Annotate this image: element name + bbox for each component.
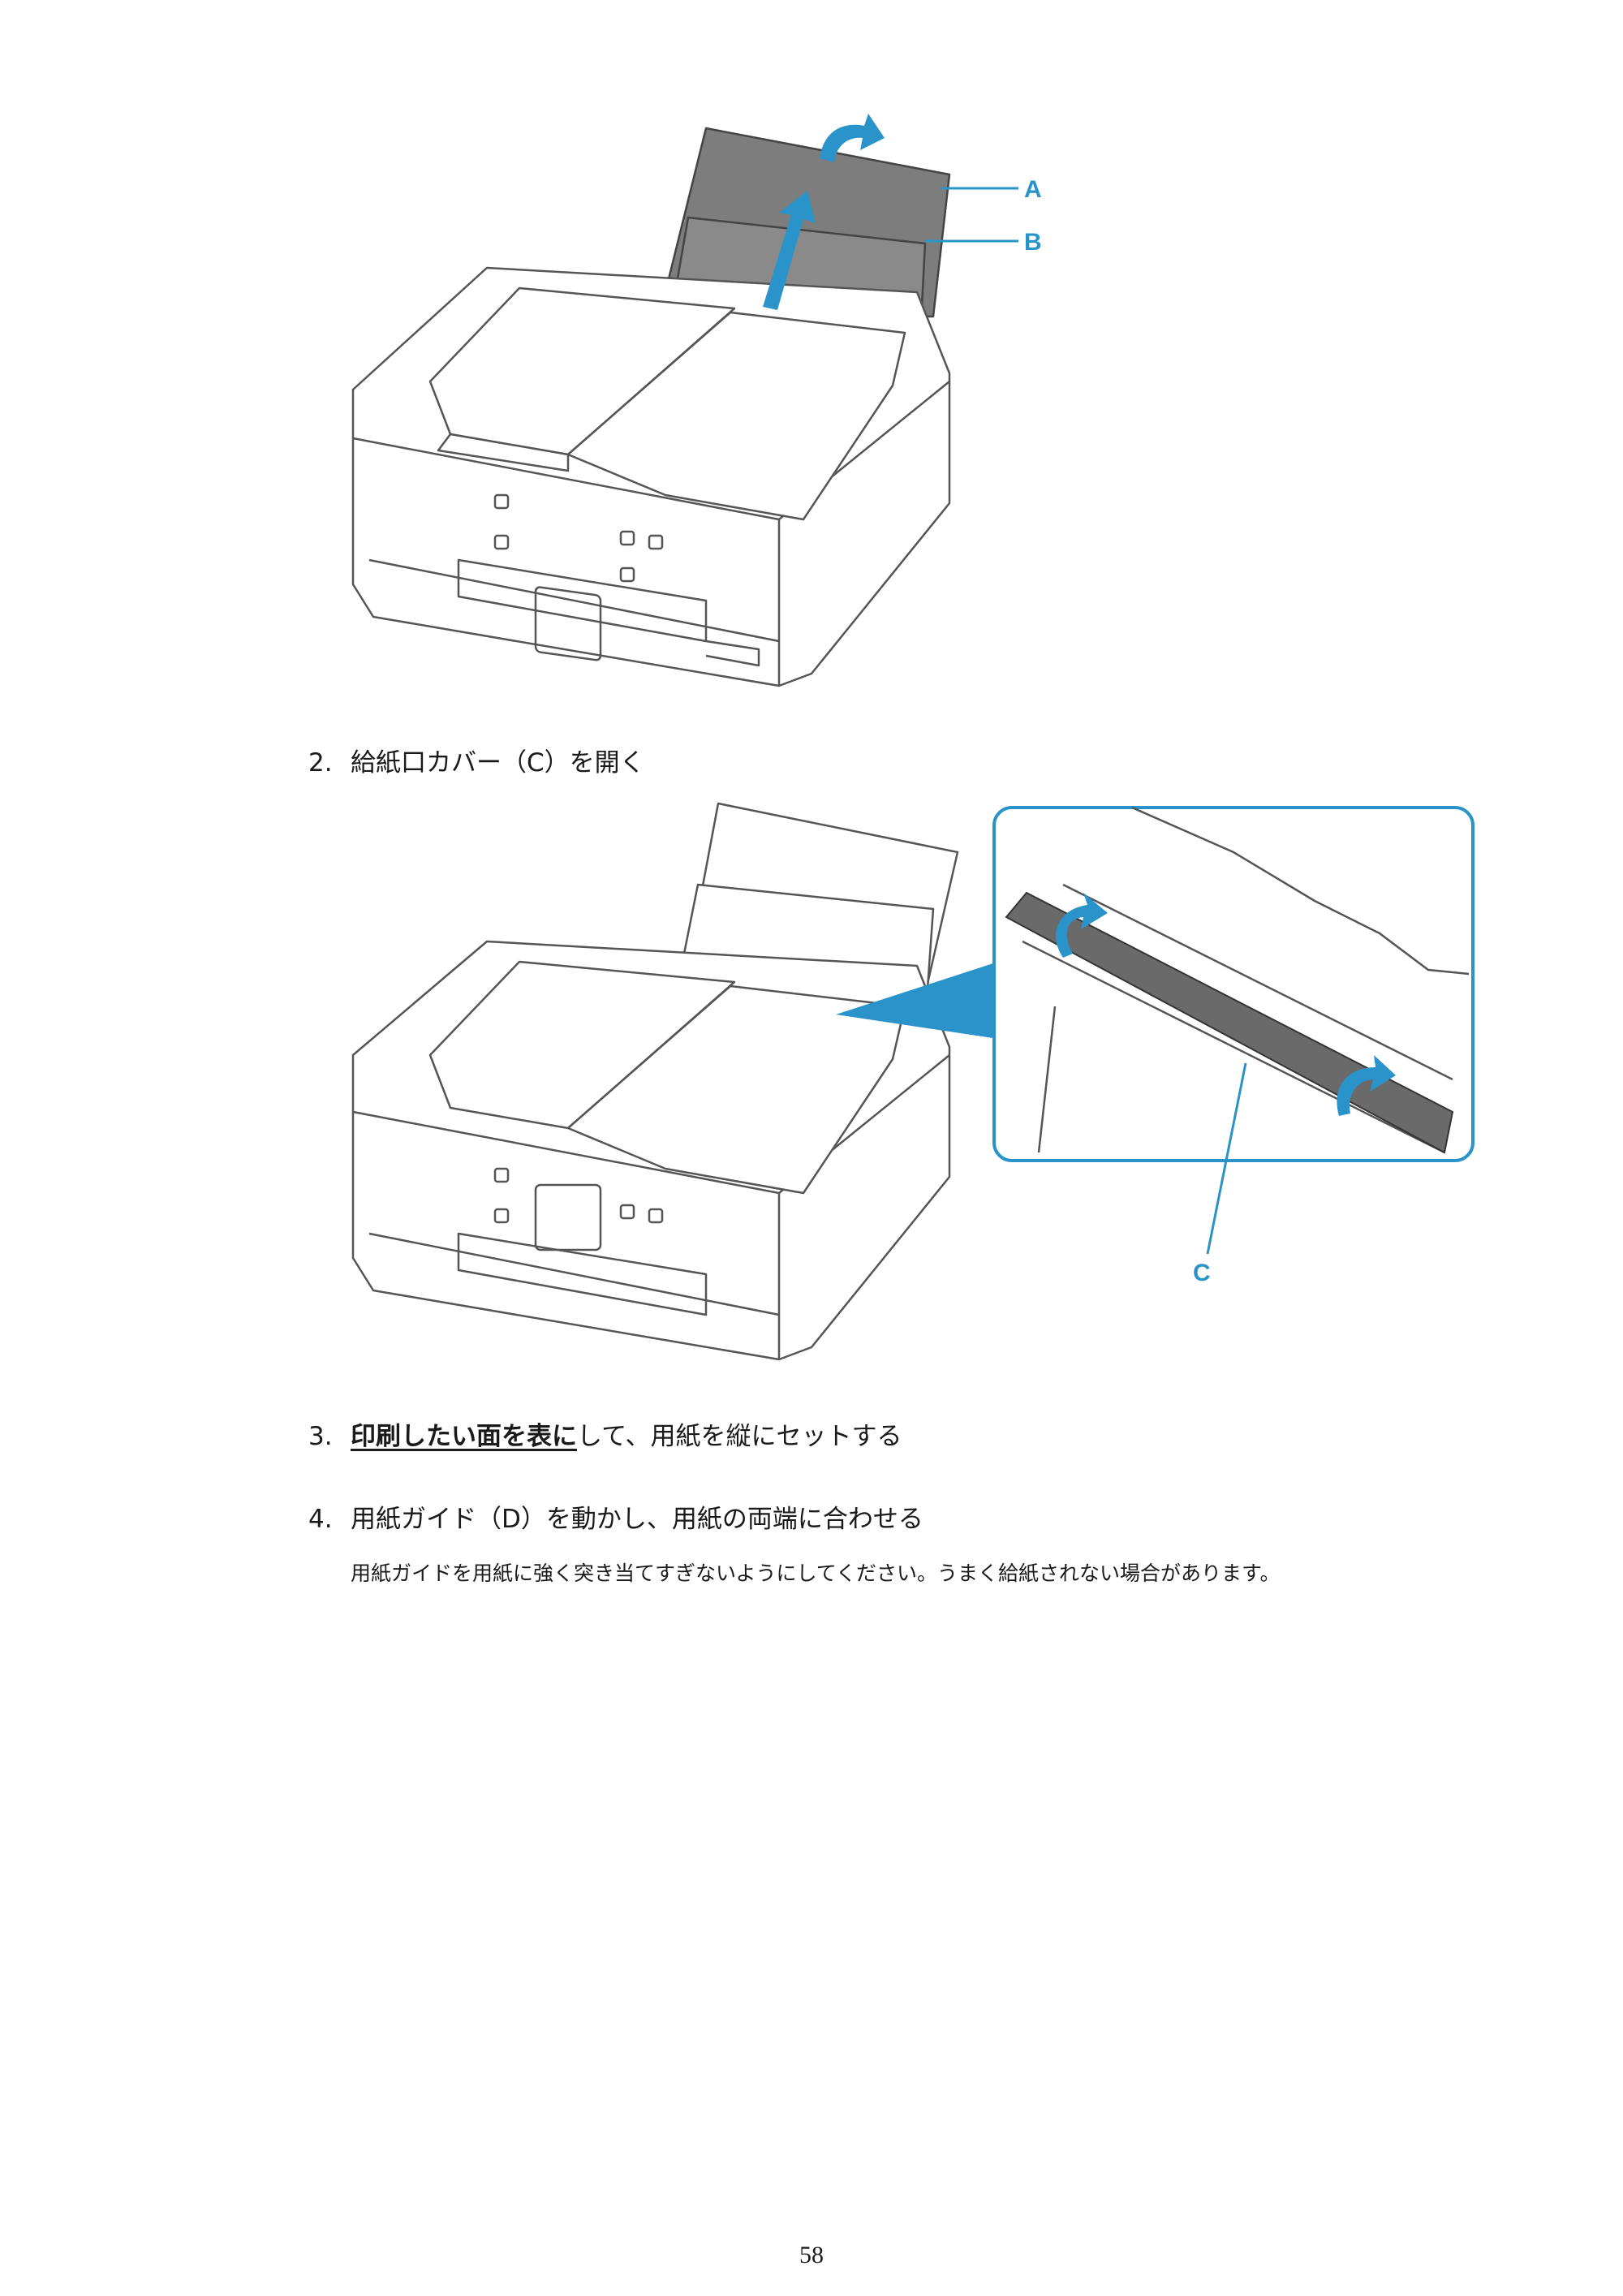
step-emphasis: 印刷したい面を表に (351, 1422, 577, 1451)
callout-label-a: A (1024, 176, 1042, 203)
page-number: 58 (799, 2242, 824, 2268)
step-text: して、用紙を縦にセットする (577, 1422, 902, 1451)
step-4: 4. 用紙ガイド（D）を動かし、用紙の両端に合わせる (308, 1503, 923, 1536)
step-4-note: 用紙ガイドを用紙に強く突き当てすぎないようにしてください。うまく給紙されない場合… (351, 1562, 1281, 1585)
printer-illustration-paper-support: A B (351, 114, 1042, 687)
step-text: 用紙ガイド（D）を動かし、用紙の両端に合わせる (351, 1505, 923, 1534)
step-2: 2. 給紙口カバー（C）を開く (308, 747, 645, 779)
step-number: 2. (308, 748, 333, 778)
printer-illustration-feed-slot-cover: C (351, 802, 1474, 1361)
callout-label-b: B (1024, 229, 1042, 256)
callout-label-c: C (1193, 1260, 1211, 1286)
step-number: 4. (308, 1505, 333, 1534)
step-text: 給紙口カバー（C）を開く (351, 748, 645, 778)
step-3: 3. 印刷したい面を表にして、用紙を縦にセットする (308, 1420, 902, 1453)
step-number: 3. (308, 1422, 333, 1451)
